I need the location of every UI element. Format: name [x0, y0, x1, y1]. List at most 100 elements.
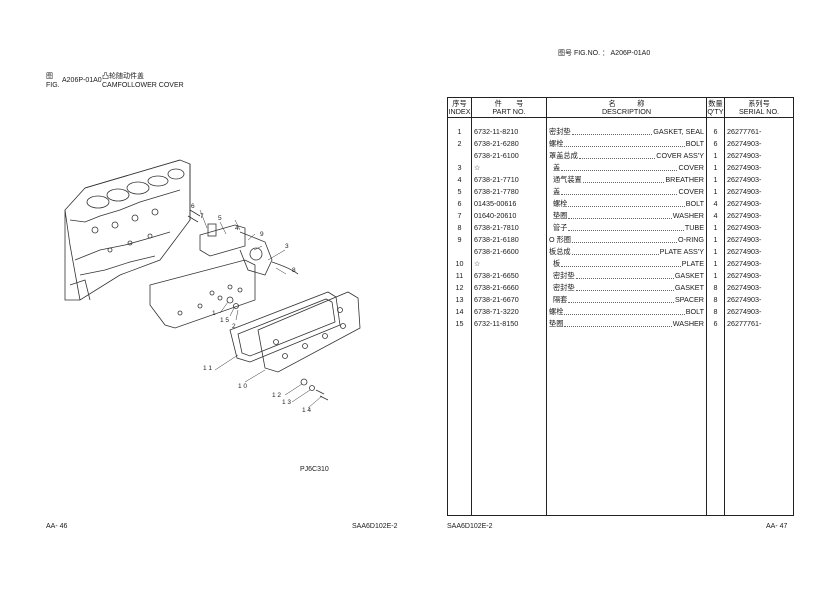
cell-part-no: 6738-21-6180: [471, 234, 547, 246]
cell-index: 11: [447, 270, 472, 282]
callout-label: 1 1: [203, 365, 212, 372]
cell-qty: 1: [706, 174, 725, 186]
cell-description: 垫圈 WASHER: [546, 318, 707, 330]
fig-cn-label: 图号: [558, 50, 572, 57]
page-number-left: AA- 46: [46, 523, 68, 530]
description-en: O-RING: [678, 235, 704, 244]
cell-qty: 1: [706, 246, 725, 258]
cell-index: 5: [447, 186, 472, 198]
description-en: BOLT: [685, 307, 704, 316]
description-cn: 螺栓: [549, 307, 564, 316]
cell-serial: 26274903-: [727, 199, 762, 208]
description-cn: 垫圈: [549, 319, 564, 328]
fig-number: A206P-01A0: [610, 50, 651, 57]
cell-serial: 26274903-: [727, 307, 762, 316]
cell-index: 13: [447, 294, 472, 306]
callout-label: 5: [218, 215, 222, 222]
cell-qty: 8: [706, 294, 725, 306]
cell-serial: 26274903-: [727, 247, 762, 256]
cell-serial: 26274903-: [727, 271, 762, 280]
cell-qty: 4: [706, 198, 725, 210]
cell-part-no: 6738-21-6600: [471, 246, 547, 258]
leader-dots: [561, 162, 678, 171]
cell-qty: 4: [706, 210, 725, 222]
description-cn: 密封垫: [549, 127, 571, 136]
callout-label: 4: [235, 225, 239, 232]
cover-plate-illustration: [149, 259, 256, 329]
cell-qty: 6: [706, 126, 725, 138]
cell-description: 螺栓 BOLT: [546, 138, 707, 150]
leader-dots: [578, 150, 656, 159]
description-en: BREATHER: [665, 175, 704, 184]
description-en: TUBE: [684, 223, 704, 232]
description-cn: 罩盖总成: [549, 151, 578, 160]
cell-part-no: 6738-21-7780: [471, 186, 547, 198]
plate-illustration: [257, 291, 361, 373]
leader-dots: [568, 222, 684, 231]
cell-part-no: 6738-71-3220: [471, 306, 547, 318]
cell-index: 4: [447, 174, 472, 186]
cell-part-no: 6738-21-6670: [471, 294, 547, 306]
callout-label: 9: [260, 231, 264, 238]
cell-part-no: 6738-21-7810: [471, 222, 547, 234]
cell-serial: 26274903-: [727, 163, 762, 172]
description-cn: 螺栓: [549, 199, 568, 208]
leader-dots: [564, 318, 672, 327]
leader-dots: [561, 258, 681, 267]
model-left: SAA6D102E-2: [352, 523, 398, 530]
callout-label: 7: [200, 213, 204, 220]
description-cn: 螺栓: [549, 139, 564, 148]
leader-dots: [582, 174, 665, 183]
cell-serial: 26274903-: [727, 259, 762, 268]
fig-cn-label: 图: [46, 73, 53, 80]
cell-serial: 26277761-: [727, 319, 762, 328]
callout-label: 1 3: [282, 399, 291, 406]
description-en: BOLT: [685, 199, 704, 208]
gasket-illustration: [229, 291, 341, 363]
cell-index: 10: [447, 258, 472, 270]
cell-index: 8: [447, 222, 472, 234]
figure-header: 图 FIG. A206P-01A0 凸轮随动件盖 CAMFOLLOWER COV…: [46, 72, 246, 92]
description-en: WASHER: [672, 319, 704, 328]
callout-label: 3: [285, 243, 289, 250]
cell-qty: 1: [706, 222, 725, 234]
cell-description: 螺栓 BOLT: [546, 306, 707, 318]
description-en: SPACER: [674, 295, 704, 304]
leader-dots: [564, 306, 685, 315]
cell-part-no: 01640-20610: [471, 210, 547, 222]
callout-label: 1: [212, 310, 216, 317]
description-cn: 隔套: [549, 295, 568, 304]
leader-dots: [575, 282, 674, 291]
cell-qty: 6: [706, 318, 725, 330]
description-en: PLATE: [681, 259, 704, 268]
cell-serial: 26274903-: [727, 235, 762, 244]
callout-label: 1 2: [272, 392, 281, 399]
cell-part-no: ☆: [471, 258, 547, 270]
description-en: BOLT: [685, 139, 704, 148]
cell-description: 螺栓 BOLT: [546, 198, 707, 210]
leader-dots: [571, 234, 678, 243]
